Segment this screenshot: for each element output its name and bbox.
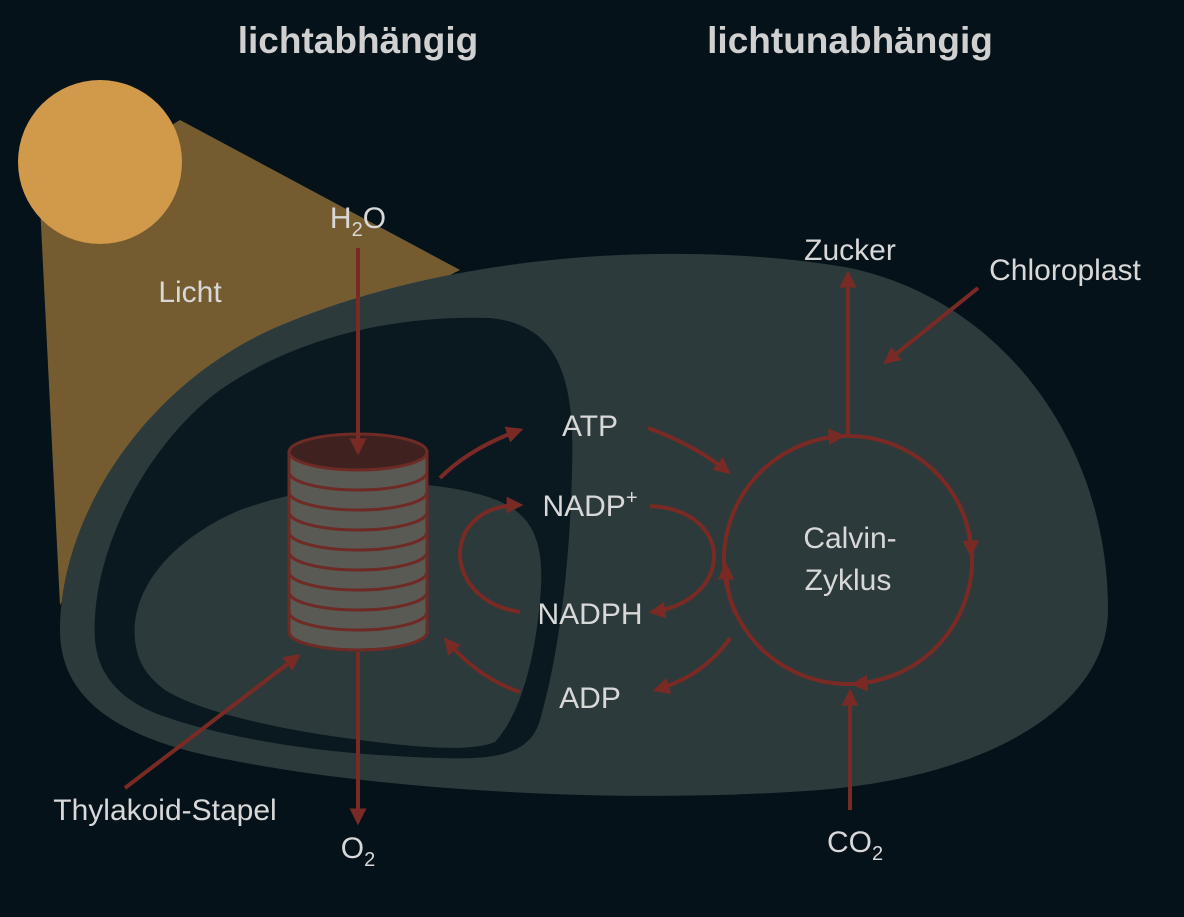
adp-arrow-to-stack [443, 637, 521, 694]
thylakoid-label: Thylakoid-Stapel [53, 794, 276, 827]
chloroplast-pointer [883, 286, 980, 365]
atp-arrow-to-cycle [647, 426, 731, 475]
co2-label: CO2 [827, 826, 883, 865]
calvin-cycle-label-2: Zyklus [805, 564, 892, 597]
nadp-loop-arrow [458, 496, 524, 614]
thylakoid-stack [287, 432, 429, 652]
calvin-cycle-label-1: Calvin- [803, 522, 896, 555]
sugar-label: Zucker [804, 234, 896, 267]
heading-light-independent: lichtunabhängig [707, 20, 993, 61]
adp-arrow-from-cycle [652, 636, 732, 695]
nadp-return-arrow [648, 504, 716, 619]
chloroplast-label: Chloroplast [989, 254, 1141, 287]
atp-label: ATP [562, 410, 618, 443]
heading-light-dependent: lichtabhängig [238, 20, 479, 61]
adp-label: ADP [559, 682, 621, 715]
sun-icon [18, 80, 182, 244]
light-label: Licht [158, 276, 222, 309]
thylakoid-pointer [123, 653, 301, 790]
oxygen-label: O2 [341, 832, 375, 871]
water-label: H2O [330, 202, 386, 241]
nadph-label: NADPH [537, 598, 642, 631]
atp-arrow-from-stack [438, 426, 524, 480]
nadp-label: NADP+ [542, 487, 637, 523]
